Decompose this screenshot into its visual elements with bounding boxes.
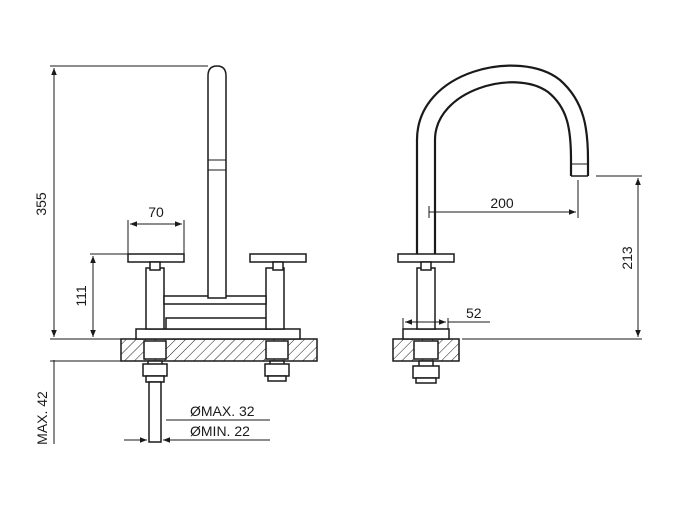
right-nut-bottom	[264, 363, 290, 377]
side-view: 200 213 52	[392, 64, 642, 384]
front-spout-tube	[207, 65, 227, 299]
bridge-lower-plate	[135, 328, 301, 340]
left-handle-cap	[149, 261, 161, 271]
dim-spout-height: 213	[619, 246, 635, 270]
bridge-body	[165, 317, 271, 330]
dim-handle-width: 70	[148, 204, 164, 220]
left-cross-handle	[127, 253, 185, 263]
side-base-plate	[402, 328, 450, 340]
side-washer	[415, 377, 437, 384]
left-washer	[145, 375, 165, 383]
right-handle-cap	[272, 261, 284, 271]
left-column	[145, 267, 165, 330]
right-washer	[267, 375, 287, 382]
side-body	[416, 267, 436, 330]
dim-spout-reach: 200	[490, 195, 514, 211]
dim-hole-max: ØMAX. 32	[190, 403, 255, 419]
left-nut-bottom	[142, 363, 168, 377]
dim-handle-height: 111	[73, 285, 89, 306]
front-view: 355 111 70 MAX. 42 ØMAX. 32 ØMIN. 22	[33, 65, 318, 445]
dim-max-deck: MAX. 42	[34, 391, 50, 445]
side-nut-bottom	[412, 365, 440, 379]
right-cross-handle	[249, 253, 307, 263]
right-column	[265, 267, 285, 330]
side-handle-cap	[420, 261, 432, 271]
left-nut-top	[143, 340, 167, 360]
dim-base-diameter: 52	[466, 305, 482, 321]
side-handle	[397, 253, 455, 263]
side-gooseneck-spout	[415, 64, 590, 254]
dim-total-height: 355	[33, 192, 49, 216]
side-nut-top	[413, 340, 439, 360]
right-nut-top	[265, 340, 289, 360]
left-supply-pipe	[148, 381, 162, 443]
dim-hole-min: ØMIN. 22	[190, 423, 250, 439]
